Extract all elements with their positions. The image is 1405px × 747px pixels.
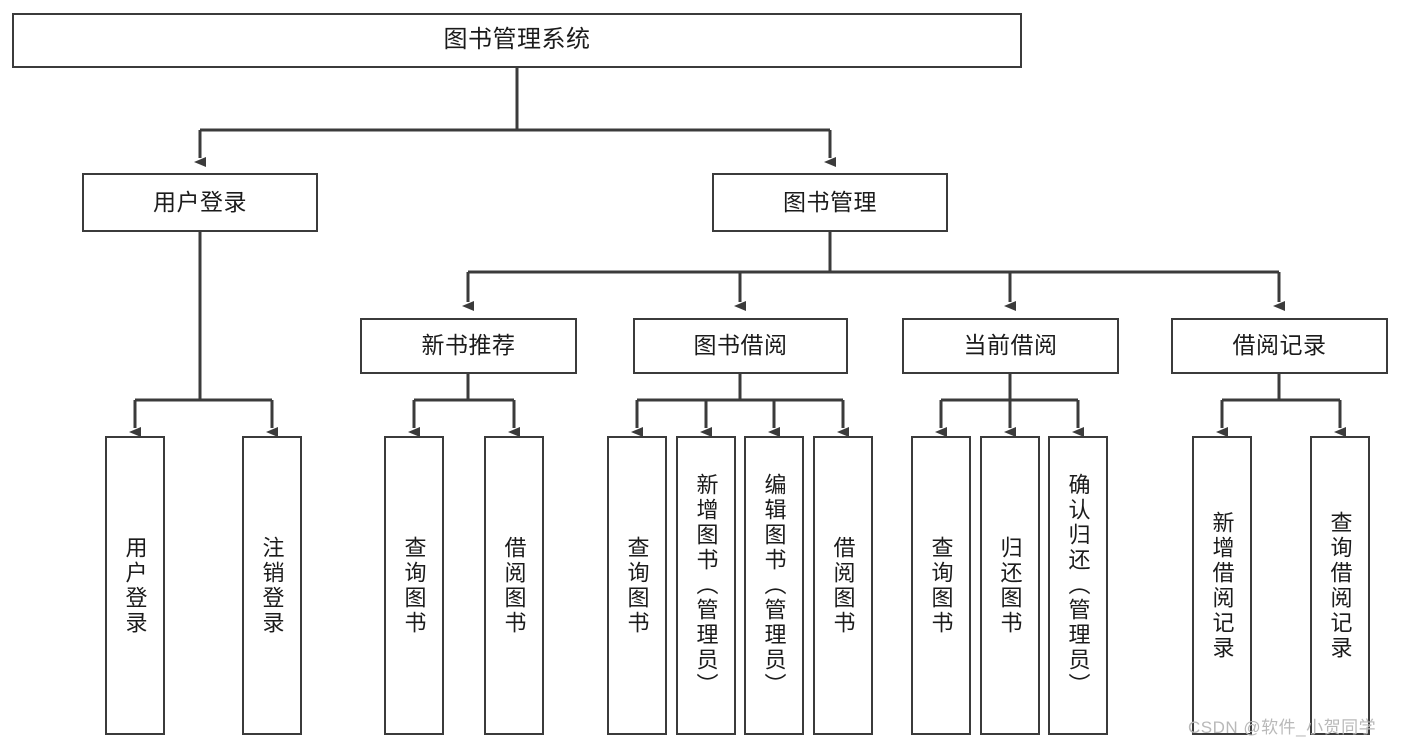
node-label: 查询图书 xyxy=(928,535,954,636)
leaf-user-login-logout[interactable]: 注销登录 xyxy=(242,436,302,735)
node-label: 查询借阅记录 xyxy=(1327,510,1353,661)
node-label: 借阅图书 xyxy=(501,535,527,636)
leaf-book-borrow-edit-book-admin[interactable]: 编辑图书（管理员） xyxy=(744,436,804,735)
leaf-borrow-record-add-record[interactable]: 新增借阅记录 xyxy=(1192,436,1252,735)
leaf-current-borrow-query-book[interactable]: 查询图书 xyxy=(911,436,971,735)
leaf-book-borrow-borrow-book[interactable]: 借阅图书 xyxy=(813,436,873,735)
node-label: 查询图书 xyxy=(624,535,650,636)
node-label: 注销登录 xyxy=(259,535,285,636)
leaf-current-borrow-return-book[interactable]: 归还图书 xyxy=(980,436,1040,735)
node-label: 新增借阅记录 xyxy=(1209,510,1235,661)
node-label: 借阅记录 xyxy=(1232,332,1327,359)
node-label: 查询图书 xyxy=(401,535,427,636)
node-label: 新书推荐 xyxy=(421,332,516,359)
leaf-book-borrow-add-book-admin[interactable]: 新增图书（管理员） xyxy=(676,436,736,735)
leaf-borrow-record-query-record[interactable]: 查询借阅记录 xyxy=(1310,436,1370,735)
leaf-current-borrow-confirm-return-admin[interactable]: 确认归还（管理员） xyxy=(1048,436,1108,735)
node-label: 图书管理系统 xyxy=(443,26,591,54)
node-label: 图书管理 xyxy=(783,188,877,215)
node-label: 用户登录 xyxy=(153,188,247,215)
node-label: 归还图书 xyxy=(997,535,1023,636)
leaf-new-book-query-book[interactable]: 查询图书 xyxy=(384,436,444,735)
node-borrow-record[interactable]: 借阅记录 xyxy=(1171,318,1388,374)
node-book-borrow[interactable]: 图书借阅 xyxy=(633,318,848,374)
node-new-book-recommend[interactable]: 新书推荐 xyxy=(360,318,577,374)
node-label: 编辑图书（管理员） xyxy=(761,473,787,698)
node-user-login[interactable]: 用户登录 xyxy=(82,173,318,232)
node-label: 确认归还（管理员） xyxy=(1065,473,1091,698)
node-label: 借阅图书 xyxy=(830,535,856,636)
node-root-book-management-system[interactable]: 图书管理系统 xyxy=(12,13,1022,68)
node-label: 当前借阅 xyxy=(963,332,1058,359)
leaf-new-book-borrow-book[interactable]: 借阅图书 xyxy=(484,436,544,735)
node-label: 用户登录 xyxy=(122,535,148,636)
node-book-management[interactable]: 图书管理 xyxy=(712,173,948,232)
node-label: 新增图书（管理员） xyxy=(693,473,719,698)
leaf-book-borrow-query-book[interactable]: 查询图书 xyxy=(607,436,667,735)
node-current-borrow[interactable]: 当前借阅 xyxy=(902,318,1119,374)
node-label: 图书借阅 xyxy=(693,332,788,359)
leaf-user-login-login[interactable]: 用户登录 xyxy=(105,436,165,735)
